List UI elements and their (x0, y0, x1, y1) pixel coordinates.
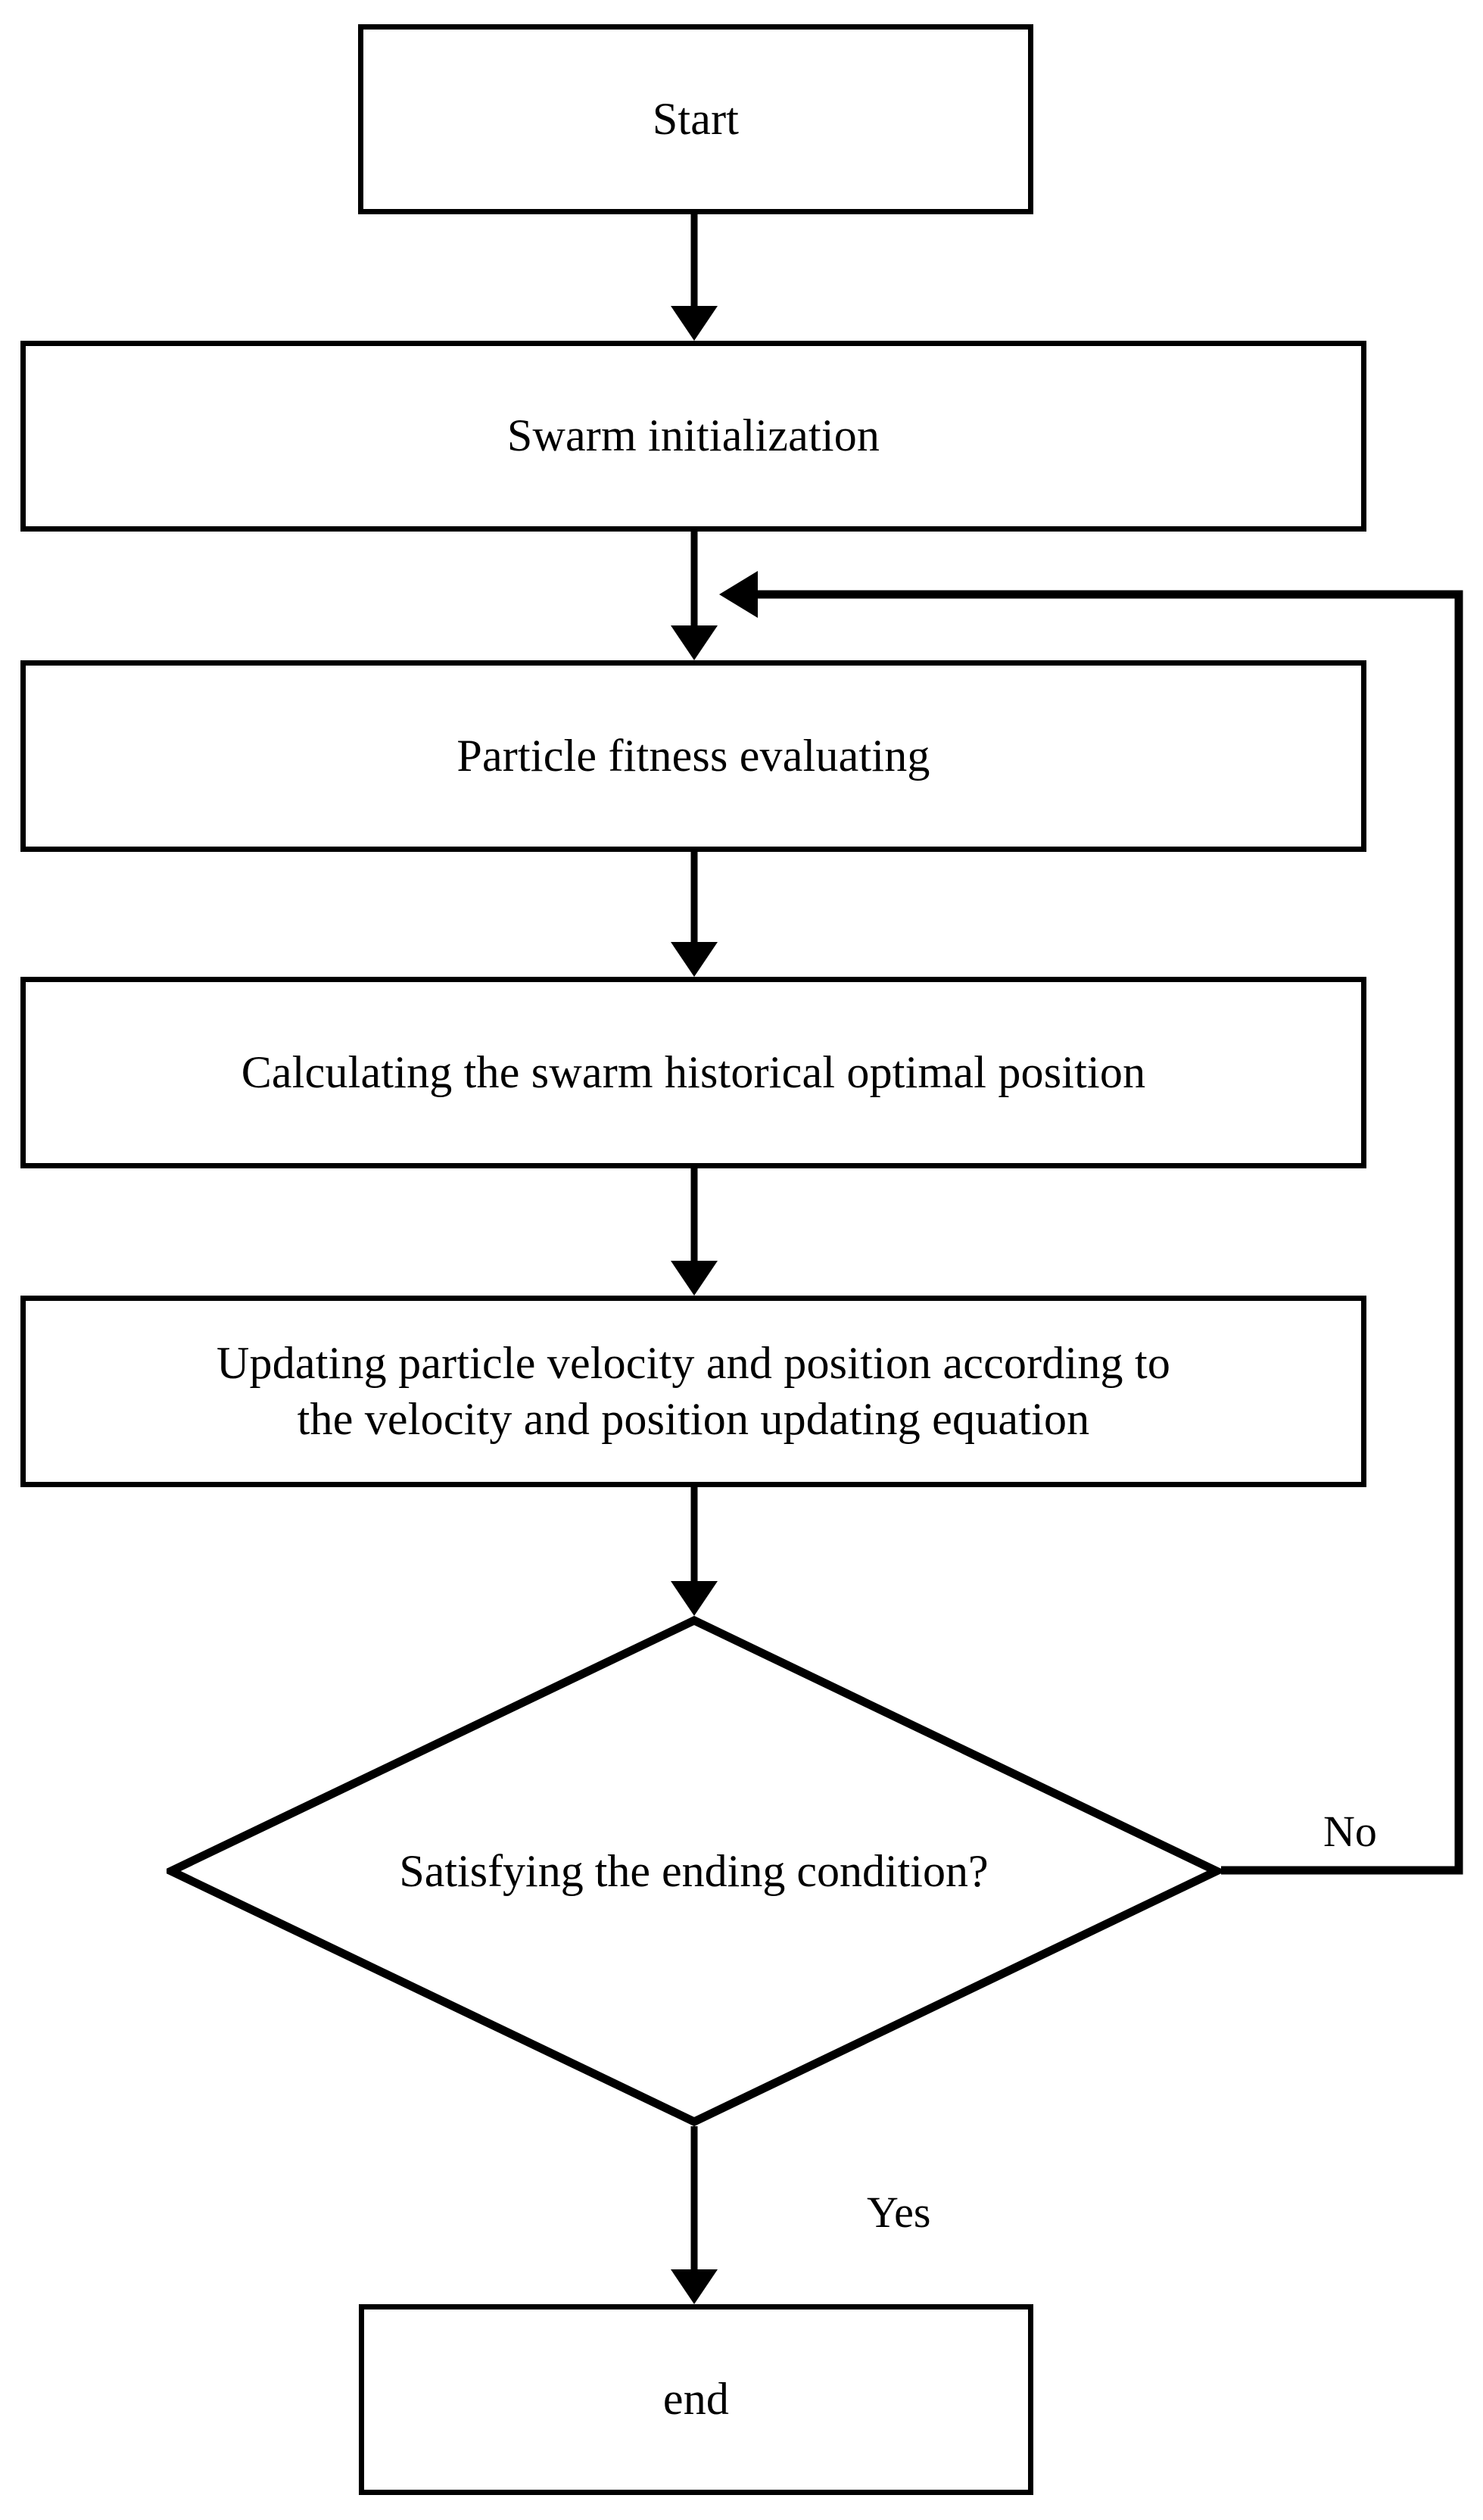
edge-label-yes: Yes (867, 2188, 931, 2237)
edge-fitness-to-calculating (671, 852, 718, 977)
node-updating-velocity[interactable]: Updating particle velocity and position … (20, 1296, 1366, 1487)
node-calculating-optimal[interactable]: Calculating the swarm historical optimal… (20, 977, 1366, 1168)
node-particle-fitness[interactable]: Particle fitness evaluating (20, 660, 1366, 852)
node-start-label: Start (652, 93, 740, 144)
edge-decision-yes-to-end (671, 2126, 718, 2304)
node-calculating-optimal-label: Calculating the swarm historical optimal… (241, 1046, 1146, 1097)
edge-calculating-to-updating (671, 1168, 718, 1296)
node-particle-fitness-label: Particle fitness evaluating (456, 730, 930, 781)
node-start[interactable]: Start (358, 24, 1033, 214)
edge-updating-to-decision (671, 1487, 718, 1616)
node-swarm-initialization[interactable]: Swarm initialization (20, 341, 1366, 532)
node-updating-velocity-label: Updating particle velocity and position … (216, 1338, 1171, 1444)
edge-start-to-swarm (671, 214, 718, 341)
node-end[interactable]: end (359, 2304, 1033, 2495)
edge-label-no: No (1323, 1807, 1377, 1856)
node-swarm-initialization-label: Swarm initialization (506, 410, 880, 461)
edge-swarm-to-fitness (671, 532, 718, 660)
node-decision[interactable]: Satisfying the ending condition? (167, 1616, 1221, 2126)
node-end-label: end (662, 2374, 730, 2425)
node-decision-label: Satisfying the ending condition? (399, 1845, 989, 1896)
